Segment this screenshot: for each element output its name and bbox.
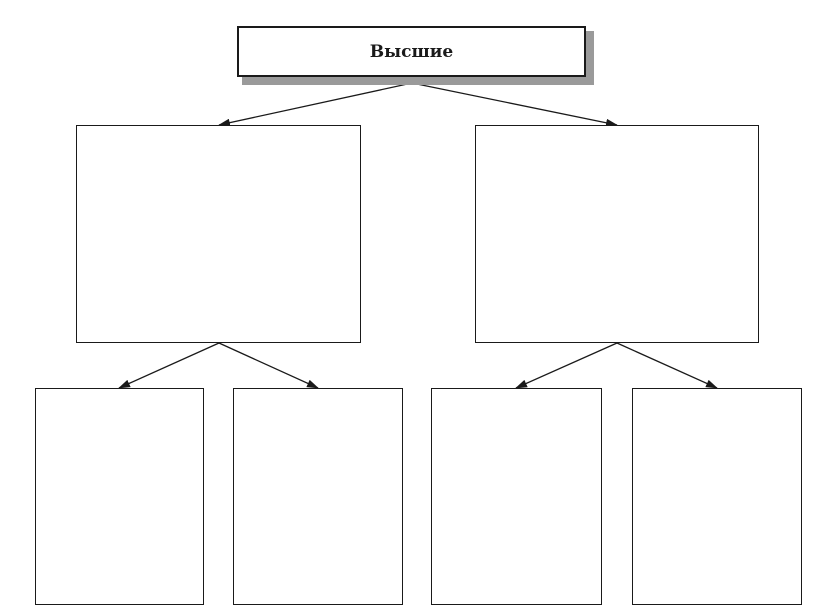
root-label: Высшие [369,41,454,62]
leaf-box-3 [431,388,602,605]
level1-box-right [475,125,759,343]
arrow-root-to-left [218,82,413,127]
arrow-root-to-right [411,82,618,127]
leaf-box-2 [233,388,403,605]
arrow-right-to-leaf-3 [515,342,618,389]
leaf-box-4 [632,388,802,605]
level1-box-left [76,125,361,343]
leaf-box-1 [35,388,204,605]
arrow-left-to-leaf-2 [218,342,319,389]
root-box: Высшие [237,26,586,77]
arrow-right-to-leaf-4 [616,342,718,389]
arrow-left-to-leaf-1 [118,342,220,389]
